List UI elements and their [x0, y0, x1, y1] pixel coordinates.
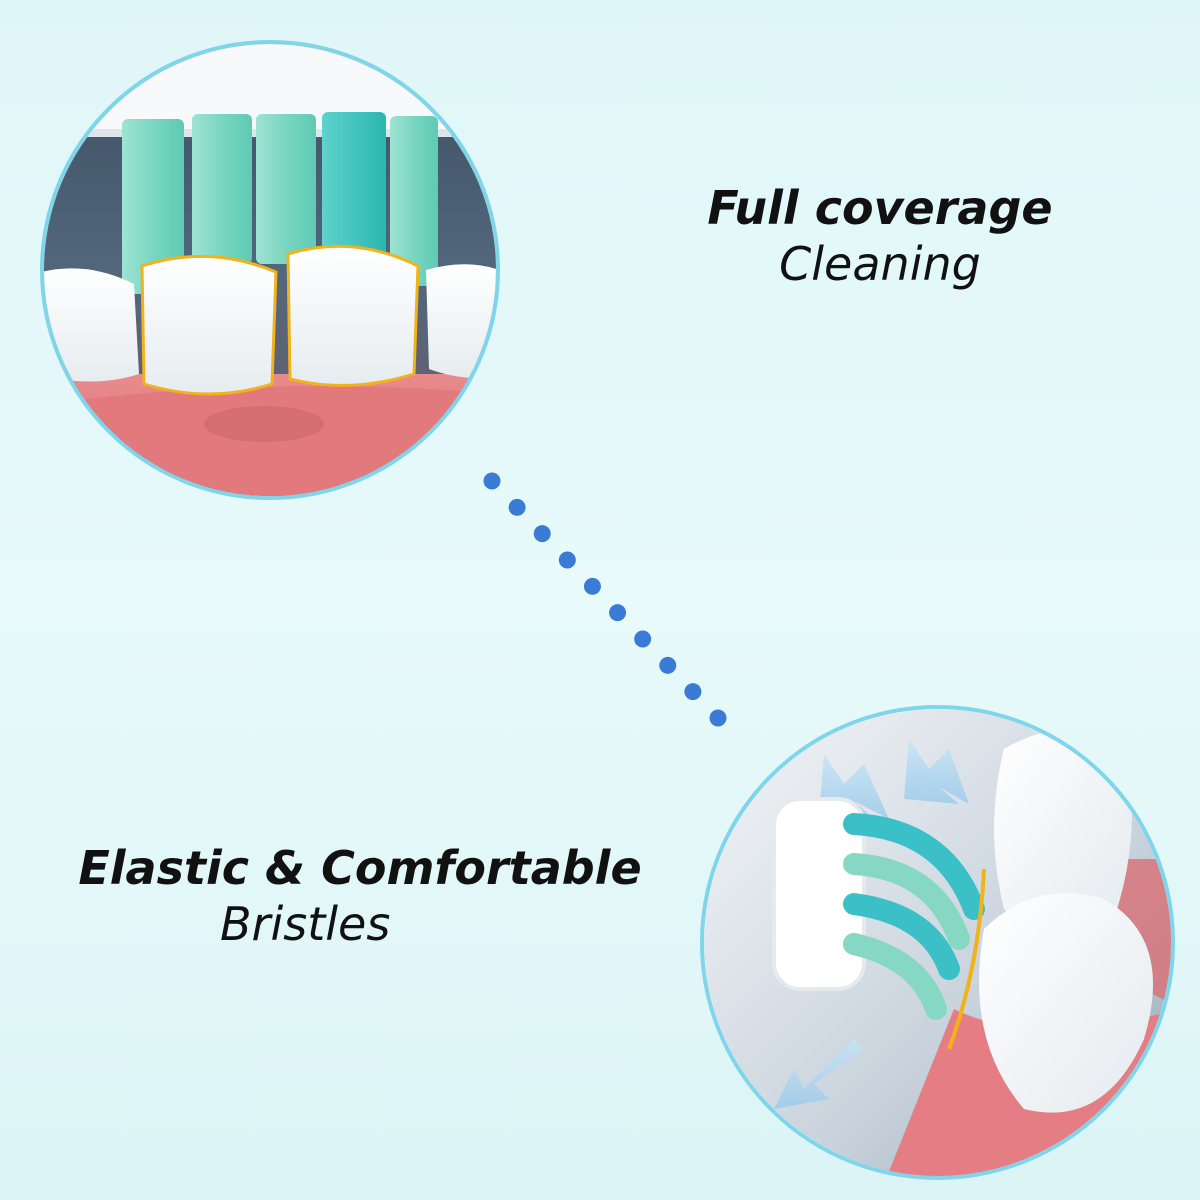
feature-subline: Cleaning: [779, 237, 981, 291]
connector-dot: [684, 683, 702, 701]
connector-dot: [709, 709, 727, 727]
connector-dot: [533, 525, 551, 543]
connector-dot: [558, 551, 576, 569]
connector-dot: [508, 498, 526, 516]
feature-subline: Bristles: [220, 897, 391, 951]
bristle-side-view-illustration: [704, 709, 1171, 1176]
connector-dot: [483, 472, 501, 490]
bristle-front-view-illustration: [44, 44, 496, 496]
bristle-side-view-image: [700, 705, 1175, 1180]
feature-elastic-bristles: Elastic & Comfortable Bristles: [55, 840, 665, 952]
connector-dot: [609, 604, 627, 622]
connector-dot: [659, 656, 677, 674]
bristle-front-view-image: [40, 40, 500, 500]
feature-full-coverage: Full coverage Cleaning: [690, 180, 1070, 292]
feature-headline: Elastic & Comfortable: [78, 841, 642, 895]
feature-headline: Full coverage: [707, 181, 1053, 235]
connector-dot: [583, 577, 601, 595]
connector-dot: [634, 630, 652, 648]
